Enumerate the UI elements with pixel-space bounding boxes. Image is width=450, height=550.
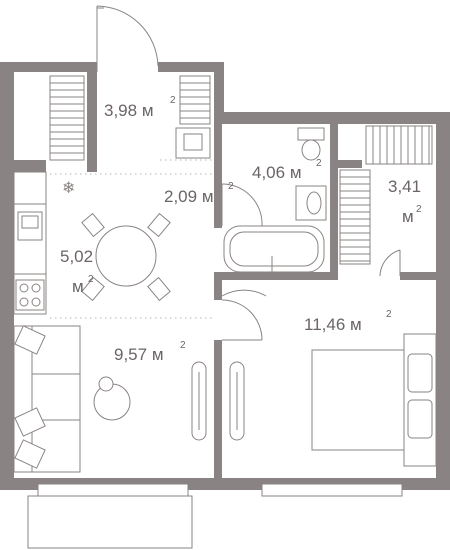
svg-text:9,57 м: 9,57 м (114, 345, 164, 364)
zone-lines (50, 159, 214, 319)
inner-walls (214, 124, 436, 480)
wardrobe-left-slats (340, 176, 370, 262)
wardrobe-shelves-top (365, 125, 433, 165)
stove-icon (15, 279, 45, 311)
kitchen-sink (17, 211, 43, 241)
svg-text:2: 2 (170, 95, 176, 106)
toilet (297, 127, 325, 161)
wardrobe-door[interactable] (379, 249, 401, 277)
bedroom-door[interactable] (221, 289, 267, 297)
hall-wardrobe-right (179, 75, 211, 125)
svg-text:2: 2 (88, 274, 94, 285)
svg-text:м: м (72, 277, 84, 296)
svg-text:2,09 м: 2,09 м (164, 187, 214, 206)
label-living: 9,57 м 2 (114, 340, 186, 364)
hall-wardrobe-left-slats (50, 82, 84, 154)
svg-text:5,02: 5,02 (60, 247, 93, 266)
hall-bench (175, 127, 211, 159)
svg-text:2: 2 (316, 158, 322, 169)
svg-text:❄: ❄ (62, 178, 75, 197)
label-bedroom: 11,46 м 2 (304, 309, 392, 334)
svg-text:2: 2 (386, 309, 392, 320)
label-corridor: 2,09 м 2 (164, 181, 234, 206)
snowflake-icon: ❄ (62, 178, 75, 197)
svg-text:3,98 м: 3,98 м (104, 101, 154, 120)
tv-stand-left (191, 361, 207, 441)
label-hall: 3,98 м 2 (104, 95, 176, 120)
tv-stand-right (229, 361, 245, 441)
pouf (93, 376, 131, 421)
label-kitchen: 5,02 м 2 (60, 247, 94, 296)
hall-wardrobe-right-slats (180, 82, 210, 119)
sink (295, 185, 327, 221)
svg-text:11,46 м: 11,46 м (304, 315, 362, 334)
bed (311, 333, 437, 467)
label-bathroom: 4,06 м 2 (252, 158, 322, 182)
bathroom-door[interactable] (221, 183, 263, 227)
svg-text:3,41: 3,41 (388, 177, 421, 196)
entry-door[interactable] (96, 5, 159, 72)
bathtub (223, 225, 325, 273)
window-bedroom (261, 483, 403, 497)
wardrobe-top-slats (372, 126, 430, 164)
svg-text:2: 2 (416, 204, 422, 215)
living-door[interactable] (221, 299, 263, 341)
svg-text:2: 2 (228, 181, 234, 192)
sofa (13, 325, 81, 473)
label-wardrobe: 3,41 м 2 (388, 177, 422, 226)
wardrobe-shelves-left (339, 169, 371, 265)
outer-walls (0, 62, 450, 490)
svg-text:м: м (402, 207, 414, 226)
window-living (27, 483, 193, 549)
svg-text:4,06 м: 4,06 м (252, 163, 302, 182)
svg-text:2: 2 (180, 340, 186, 351)
dining-table (81, 212, 171, 302)
